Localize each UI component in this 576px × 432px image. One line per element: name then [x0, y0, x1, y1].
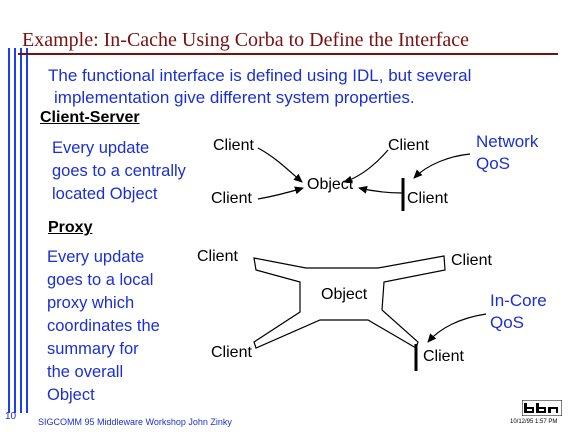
- cs-edge-top-right: [343, 149, 389, 184]
- cs-edge-top-left: [257, 147, 303, 183]
- client-server-desc-line: Every update: [52, 139, 150, 157]
- client-server-heading: Client-Server: [40, 109, 140, 126]
- network-qos-label: Network QoS: [476, 131, 538, 175]
- client-server-description: Every update goes to a centrally located…: [52, 137, 186, 206]
- cs-edge-bottom-right: [358, 185, 403, 194]
- network-qos-line: Network: [476, 132, 539, 151]
- cs-client-top-right: Client: [388, 137, 429, 154]
- incore-qos-label: In-Core QoS: [490, 290, 547, 334]
- proxy-description: Every update goes to a local proxy which…: [47, 246, 160, 407]
- proxy-desc-line: coordinates the: [47, 317, 160, 335]
- left-stripes-decoration: [8, 48, 32, 413]
- proxy-desc-line: proxy which: [47, 294, 135, 312]
- footer-date: 10/12/95 1:57 PM: [510, 419, 558, 425]
- slide-title: Example: In-Cache Using Corba to Define …: [22, 29, 470, 51]
- incore-qos-arrow: [427, 313, 487, 343]
- proxy-client-bottom-left: Client: [211, 344, 252, 361]
- footer-text: SIGCOMM 95 Middleware Workshop John Zink…: [38, 417, 232, 427]
- incore-qos-line: In-Core: [490, 291, 547, 310]
- cs-object: Object: [307, 176, 354, 193]
- proxy-client-top-left: Client: [197, 248, 238, 265]
- bbn-logo: [522, 400, 562, 416]
- proxy-desc-line: summary for: [47, 340, 139, 358]
- proxy-desc-line: Every update: [47, 248, 145, 266]
- proxy-object: Object: [321, 286, 368, 303]
- network-qos-arrow: [413, 153, 471, 179]
- proxy-client-bottom-right: Client: [423, 348, 464, 365]
- cs-edge-bottom-left: [257, 186, 304, 200]
- incore-qos-line: QoS: [490, 313, 525, 332]
- proxy-desc-line: Object: [47, 386, 95, 404]
- intro-line-1: The functional interface is defined usin…: [48, 66, 472, 85]
- network-qos-line: QoS: [476, 154, 511, 173]
- proxy-desc-line: the overall: [47, 363, 124, 381]
- client-server-desc-line: goes to a centrally: [52, 162, 186, 180]
- title-underline: [18, 53, 558, 55]
- proxy-heading: Proxy: [48, 219, 93, 236]
- page-number: 10: [5, 411, 17, 422]
- cs-client-bottom-left: Client: [211, 190, 252, 207]
- proxy-desc-line: goes to a local: [47, 271, 154, 289]
- client-server-desc-line: located Object: [52, 185, 158, 203]
- cs-client-top-left: Client: [213, 137, 254, 154]
- intro-line-2: implementation give different system pro…: [54, 88, 415, 107]
- proxy-client-top-right: Client: [451, 252, 492, 269]
- proxy-shape: [253, 255, 446, 349]
- cs-client-bottom-right: Client: [407, 190, 448, 207]
